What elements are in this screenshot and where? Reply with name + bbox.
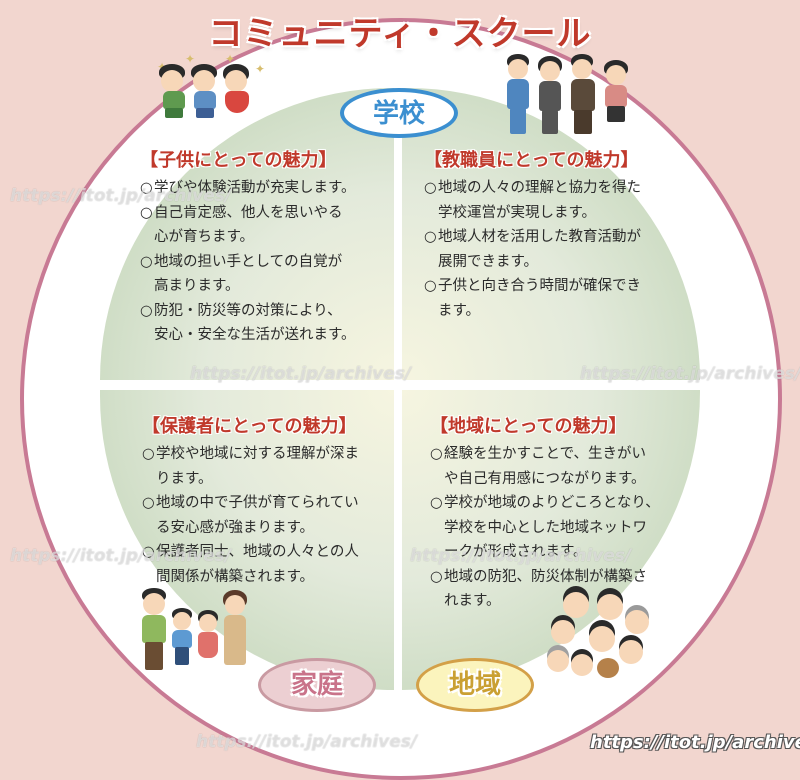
label-home: 家庭 [258, 658, 376, 712]
section-children: 【子供にとっての魅力】 ○学びや体験活動が充実します。 ○自己肯定感、他人を思い… [140, 146, 400, 348]
watermark: https://itot.jp/archives/ [10, 546, 232, 566]
family-illustration [142, 588, 252, 678]
sparkle-icon: ✦ [255, 62, 266, 76]
watermark-main: https://itot.jp/archives/ [590, 732, 800, 753]
benefit-item: ○地域の人々の理解と協力を得た 学校運営が実現します。 [424, 176, 684, 225]
circle-bullet-icon: ○ [142, 495, 155, 511]
benefit-item: ○自己肯定感、他人を思いやる 心が育ちます。 [140, 201, 400, 250]
person-head [547, 650, 569, 672]
circle-bullet-icon: ○ [424, 278, 437, 294]
watermark: https://itot.jp/archives/ [196, 732, 418, 752]
person-head [571, 654, 593, 676]
sparkle-icon: ✦ [185, 52, 196, 66]
person-head [589, 626, 615, 652]
person-head [563, 592, 589, 618]
person-head [619, 640, 643, 664]
benefit-item: ○地域の担い手としての自覚が 高まります。 [140, 250, 400, 299]
circle-bullet-icon: ○ [140, 253, 153, 270]
watermark: https://itot.jp/archives/ [190, 364, 412, 384]
circle-bullet-icon: ○ [430, 446, 443, 462]
section-community: 【地域にとっての魅力】 ○経験を生かすことで、生きがい や自己有用感につながりま… [430, 412, 690, 614]
section-title: 【保護者にとっての魅力】 [142, 416, 357, 437]
benefit-item: ○防犯・防災等の対策により、 安心・安全な生活が送れます。 [140, 299, 400, 348]
circle-bullet-icon: ○ [140, 204, 153, 221]
circle-bullet-icon: ○ [430, 495, 443, 511]
person-head [551, 620, 575, 644]
section-title: 【地域にとっての魅力】 [430, 416, 627, 437]
circle-bullet-icon: ○ [140, 302, 153, 319]
section-staff: 【教職員にとっての魅力】 ○地域の人々の理解と協力を得た 学校運営が実現します。… [424, 146, 684, 323]
benefit-item: ○学びや体験活動が充実します。 [140, 176, 400, 201]
person-head [597, 594, 623, 620]
watermark: https://itot.jp/archives/ [10, 186, 232, 206]
benefit-item: ○学校が地域のよりどころとなり、 学校を中心とした地域ネットワ ークが形成されま… [430, 491, 690, 565]
circle-bullet-icon: ○ [424, 180, 437, 196]
section-title: 【教職員にとっての魅力】 [424, 150, 639, 171]
benefit-item: ○学校や地域に対する理解が深ま ります。 [142, 442, 402, 491]
benefit-item: ○子供と向き合う時間が確保でき ます。 [424, 274, 684, 323]
benefit-item: ○地域の中で子供が育てられてい る安心感が強まります。 [142, 491, 402, 540]
benefit-item: ○経験を生かすことで、生きがい や自己有用感につながります。 [430, 442, 690, 491]
circle-bullet-icon: ○ [142, 446, 155, 462]
benefit-item: ○地域の防犯、防災体制が構築さ れます。 [430, 565, 690, 614]
dog-head [597, 658, 619, 678]
watermark: https://itot.jp/archives/ [580, 364, 800, 384]
section-title: 【子供にとっての魅力】 [140, 150, 337, 171]
label-region: 地域 [416, 658, 534, 712]
diagram-title: コミュニティ・スクール [208, 14, 592, 54]
circle-bullet-icon: ○ [142, 544, 155, 560]
circle-bullet-icon: ○ [430, 568, 443, 585]
circle-bullet-icon: ○ [424, 229, 437, 245]
section-guardians: 【保護者にとっての魅力】 ○学校や地域に対する理解が深ま ります。 ○地域の中で… [142, 412, 402, 589]
running-children-illustration: ✦ ✦ ✦ ✦ [155, 52, 266, 118]
watermark: https://itot.jp/archives/ [410, 546, 632, 566]
school-staff-illustration [505, 50, 635, 135]
label-school: 学校 [340, 88, 458, 138]
benefit-item: ○地域人材を活用した教育活動が 展開できます。 [424, 225, 684, 274]
circle-bullet-icon: ○ [140, 180, 153, 196]
benefit-item: ○保護者同士、地域の人々との人 間関係が構築されます。 [142, 540, 402, 589]
quadrant-divider [397, 140, 399, 680]
community-group-illustration [545, 592, 655, 682]
sparkle-icon: ✦ [225, 52, 236, 66]
person-head [625, 610, 649, 634]
